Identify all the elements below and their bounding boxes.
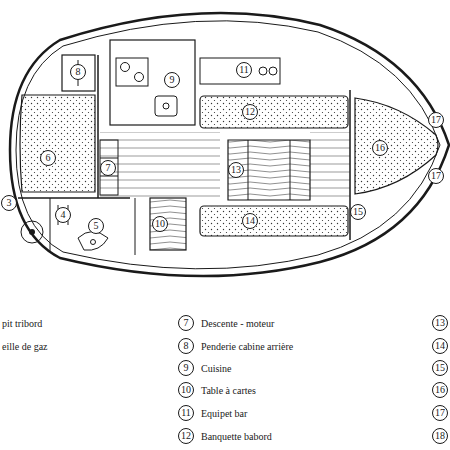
callout-circle: 8 xyxy=(70,64,86,80)
callout-number: 12 xyxy=(181,431,191,441)
callout-number: 11 xyxy=(239,65,249,75)
legend-text: Equipet bar xyxy=(200,408,248,419)
callout-number: 8 xyxy=(184,341,189,351)
callout-number: 13 xyxy=(231,165,241,175)
callout-number: 18 xyxy=(435,431,445,441)
callout-circle: 17 xyxy=(428,112,444,128)
callout-number: 14 xyxy=(435,341,445,351)
callout-circle: 13 xyxy=(432,315,448,331)
callout-number: 8 xyxy=(76,67,81,77)
callout-number: 17 xyxy=(431,115,441,125)
legend-text: eille de gaz xyxy=(1,341,49,352)
legend-text: pit tribord xyxy=(1,318,43,329)
legend-text: Descente - moteur xyxy=(200,318,275,329)
callout-circle: 12 xyxy=(242,104,258,120)
callout-circle: 16 xyxy=(432,382,448,398)
callout-number: 16 xyxy=(375,143,385,153)
callout-number: 5 xyxy=(94,221,99,231)
legend-text: Banquette babord xyxy=(200,431,273,442)
callout-circle: 18 xyxy=(432,428,448,444)
callout-number: 10 xyxy=(155,219,165,229)
callout-circle: 9 xyxy=(164,72,180,88)
callout-number: 17 xyxy=(431,171,441,181)
callout-number: 12 xyxy=(245,107,255,117)
callout-number: 3 xyxy=(7,198,12,208)
callout-circle: 11 xyxy=(236,62,252,78)
callout-circle: 4 xyxy=(55,207,71,223)
callout-circle: 13 xyxy=(228,162,244,178)
callout-number: 13 xyxy=(435,318,445,328)
callout-number: 9 xyxy=(184,363,189,373)
callout-circle: 16 xyxy=(372,140,388,156)
callout-number: 9 xyxy=(170,75,175,85)
callout-number: 7 xyxy=(106,163,111,173)
callout-circle: 12 xyxy=(178,428,194,444)
callout-circle: 3 xyxy=(1,195,17,211)
callout-number: 7 xyxy=(184,318,189,328)
callout-circle: 14 xyxy=(242,213,258,229)
callout-circle: 10 xyxy=(178,382,194,398)
legend-text: Penderie cabine arrière xyxy=(200,341,294,352)
callout-number: 6 xyxy=(46,153,51,163)
callout-number: 4 xyxy=(61,210,66,220)
callout-number: 14 xyxy=(245,216,255,226)
callout-number: 15 xyxy=(435,363,445,373)
callout-circle: 11 xyxy=(178,405,194,421)
callout-circle: 10 xyxy=(152,216,168,232)
callout-circle: 8 xyxy=(178,338,194,354)
callout-circle: 9 xyxy=(178,360,194,376)
callout-circle: 14 xyxy=(432,338,448,354)
callout-circle: 7 xyxy=(100,160,116,176)
callout-circle: 5 xyxy=(88,218,104,234)
callout-number: 15 xyxy=(353,207,363,217)
legend-text: Table à cartes xyxy=(200,385,257,396)
callout-circle: 6 xyxy=(40,150,56,166)
callout-number: 17 xyxy=(435,408,445,418)
callout-circle: 7 xyxy=(178,315,194,331)
callout-number: 10 xyxy=(181,385,191,395)
callout-circle: 15 xyxy=(432,360,448,376)
callout-circle: 15 xyxy=(350,204,366,220)
callout-circle: 17 xyxy=(432,405,448,421)
callout-number: 11 xyxy=(181,408,191,418)
callout-circle: 17 xyxy=(428,168,444,184)
legend-text: Cuisine xyxy=(200,363,233,374)
callout-number: 16 xyxy=(435,385,445,395)
